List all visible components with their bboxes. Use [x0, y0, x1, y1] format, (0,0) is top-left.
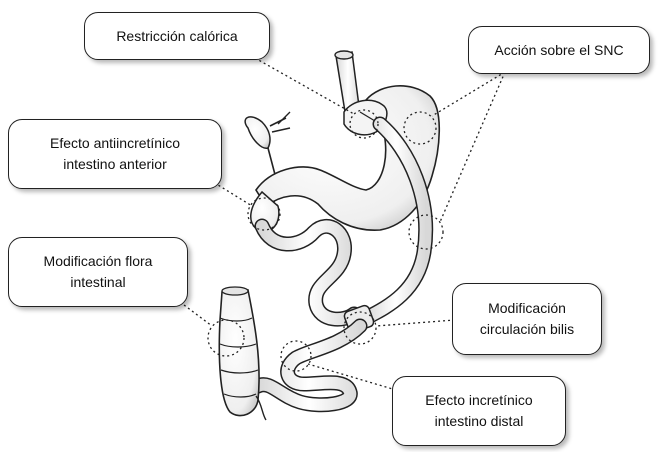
colon: [219, 287, 266, 420]
callout-efecto-antiincretinico: Efecto antiincretínico intestino anterio…: [8, 119, 222, 189]
leader-flora: [180, 302, 212, 326]
leader-bilis: [376, 320, 455, 326]
leader-snc-1: [432, 72, 505, 116]
callout-modificacion-bilis: Modificación circulación bilis: [452, 283, 602, 355]
biliopancreatic-limb: [262, 226, 354, 319]
common-channel: [258, 326, 360, 405]
callout-restriccion-calorica: Restricción calórica: [84, 12, 270, 60]
leader-snc-2: [440, 72, 505, 222]
callout-modificacion-flora: Modificación flora intestinal: [8, 237, 188, 307]
callout-accion-snc: Acción sobre el SNC: [468, 26, 650, 74]
callout-efecto-incretinico: Efecto incretínico intestino distal: [392, 376, 566, 446]
